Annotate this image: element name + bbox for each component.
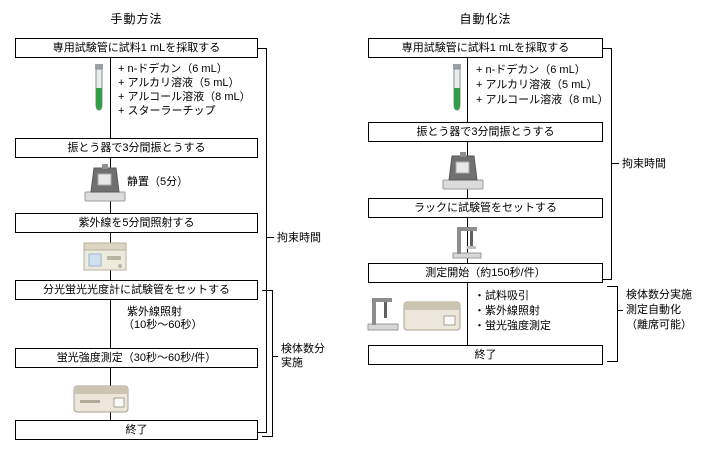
auto-restraint-time-label: 拘束時間	[622, 158, 666, 170]
shaker-icon	[440, 150, 486, 195]
substep-item: ・試料吸引	[474, 290, 529, 302]
manual-step-shake-box: 振とう器で3分間振とうする	[15, 138, 258, 158]
auto-restraint-time-bracket	[603, 48, 612, 280]
manual-step-collect-box: 専用試験管に試料1 mLを採取する	[15, 38, 258, 58]
auto-step-end-box: 終了	[368, 345, 603, 365]
manual-per-sample-label-line1: 検体数分	[281, 343, 325, 355]
connector-line	[110, 58, 111, 138]
auto-automation-label-line1: 検体数分実施	[626, 289, 692, 301]
connector-line	[467, 283, 468, 345]
manual-step-end-box: 終了	[15, 420, 258, 440]
auto-automation-label-line3: （離席可能）	[626, 319, 692, 331]
auto-substeps-list: ・試料吸引 ・紫外線照射 ・蛍光強度測定	[474, 289, 551, 334]
additive-item: + n-ドデカン（6 mL）	[118, 63, 228, 75]
manual-per-sample-bracket	[262, 290, 273, 437]
auto-step-shake-box: 振とう器で3分間振とうする	[368, 122, 603, 142]
manual-method-title: 手動方法	[110, 12, 163, 26]
manual-uv-note-line2: （10秒～60秒）	[123, 319, 203, 331]
auto-method-title: 自動化法	[459, 12, 512, 26]
test-tube-icon	[448, 62, 466, 117]
additive-item: + アルカリ溶液（5 mL）	[476, 79, 598, 91]
manual-restraint-time-label: 拘束時間	[277, 232, 321, 244]
spectrofluorometer-icon	[72, 376, 130, 419]
auto-additives-list: + n-ドデカン（6 mL） + アルカリ溶液（5 mL） + アルコール溶液（…	[476, 63, 609, 108]
manual-restraint-time-bracket	[258, 48, 267, 433]
additive-item: + n-ドデカン（6 mL）	[476, 64, 586, 76]
manual-per-sample-label-line2: 実施	[281, 357, 303, 369]
connector-line	[467, 218, 468, 263]
substep-item: ・蛍光強度測定	[474, 320, 551, 332]
auto-step-collect-box: 専用試験管に試料1 mLを採取する	[368, 38, 603, 58]
uv-lamp-icon	[82, 238, 128, 277]
manual-step-set-box: 分光蛍光光度計に試験管をセットする	[15, 280, 258, 300]
manual-step-uv-box: 紫外線を5分間照射する	[15, 213, 258, 233]
additive-item: + アルコール溶液（8 mL）	[476, 94, 609, 106]
bracket-tick	[611, 163, 619, 164]
instrument-set-icon	[366, 290, 464, 337]
additive-item: + アルカリ溶液（5 mL）	[118, 77, 240, 89]
auto-automation-label-line2: 測定自動化	[626, 304, 681, 316]
auto-step-start-box: 測定開始（約150秒/件）	[368, 263, 603, 283]
test-tube-icon	[90, 62, 108, 117]
bracket-tick	[272, 356, 278, 357]
manual-additives-list: + n-ドデカン（6 mL） + アルカリ溶液（5 mL） + アルコール溶液（…	[118, 62, 251, 118]
autosampler-icon	[450, 222, 484, 263]
auto-step-rack-box: ラックに試験管をセットする	[368, 198, 603, 218]
auto-automation-bracket	[607, 286, 618, 362]
additive-item: + アルコール溶液（8 mL）	[118, 91, 251, 103]
manual-uv-note-line1: 紫外線照射	[127, 306, 182, 318]
manual-rest-note: 静置（5分）	[127, 176, 189, 188]
connector-line	[467, 58, 468, 122]
shaker-icon	[82, 162, 128, 207]
connector-line	[110, 300, 111, 348]
manual-step-measure-box: 蛍光強度測定（30秒～60秒/件）	[15, 348, 258, 368]
bracket-tick	[266, 237, 274, 238]
substep-item: ・紫外線照射	[474, 305, 540, 317]
bracket-tick	[617, 310, 623, 311]
additive-item: + スターラーチップ	[118, 105, 216, 117]
